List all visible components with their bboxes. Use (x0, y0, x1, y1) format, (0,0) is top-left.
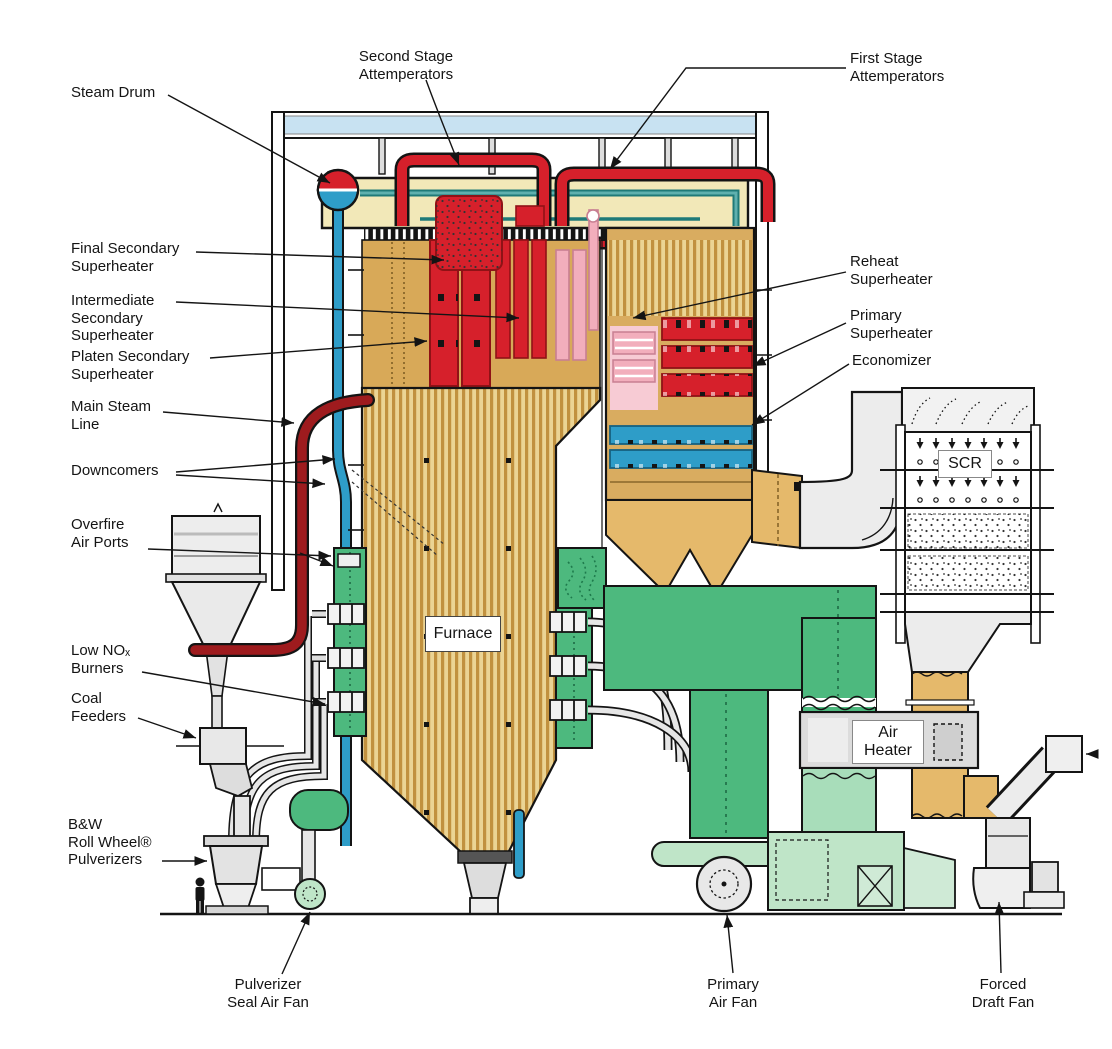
label-scr: SCR (938, 450, 992, 478)
coal-feeder (176, 727, 284, 839)
label-primary-superheater: Primary Superheater (850, 307, 933, 342)
label-pulverizers: B&W Roll Wheel® Pulverizers (68, 816, 152, 868)
label-final-secondary-superheater: Final Secondary Superheater (71, 240, 180, 275)
label-main-steam-line: Main Steam Line (71, 398, 152, 433)
scr-unit (880, 387, 1054, 673)
label-pulverizer-seal-air-fan: Pulverizer Seal Air Fan (227, 976, 309, 1011)
air-duct-network (557, 547, 877, 861)
main-steam-line-pipe (188, 393, 375, 657)
superheater-zone (361, 195, 601, 389)
label-intermediate-secondary-superheater: Intermediate Secondary Superheater (71, 292, 155, 344)
attemperator-piping (394, 152, 776, 250)
bottom-air-ducts (651, 831, 956, 911)
label-primary-air-fan: Primary Air Fan (707, 976, 759, 1011)
label-first-stage-attemperators: First Stage Attemperators (850, 50, 945, 85)
label-forced-draft-fan: Forced Draft Fan (971, 976, 1035, 1011)
leader-lines (137, 67, 1005, 975)
label-platen-secondary-superheater: Platen Secondary Superheater (71, 348, 190, 383)
label-economizer: Economizer (852, 352, 932, 369)
coal-silo (165, 502, 267, 731)
label-coal-feeders: Coal Feeders (71, 690, 127, 725)
flue-duct-to-scr (751, 390, 904, 550)
label-overfire-air-ports: Overfire Air Ports (71, 516, 129, 551)
low-nox-burner (327, 603, 365, 713)
label-steam-drum: Steam Drum (71, 84, 156, 101)
primary-air-fan (695, 855, 753, 913)
label-reheat-superheater: Reheat Superheater (850, 253, 933, 288)
label-furnace: Furnace (425, 616, 501, 652)
overfire-air-port (337, 553, 361, 568)
label-downcomers: Downcomers (71, 462, 159, 479)
label-second-stage-attemperators: Second Stage Attemperators (358, 48, 454, 83)
label-air-heater: Air Heater (852, 720, 924, 764)
downcomer-pipe (332, 205, 352, 846)
label-low-nox-burners: Low NOₓ Burners (71, 642, 131, 677)
pulverizer (203, 835, 301, 915)
pulverizer-seal-air-fan (289, 789, 349, 910)
convection-pass (604, 226, 756, 596)
forced-draft-fan (972, 817, 1065, 909)
steam-drum (316, 168, 360, 212)
person-figure (195, 877, 205, 913)
front-windbox (312, 547, 367, 737)
